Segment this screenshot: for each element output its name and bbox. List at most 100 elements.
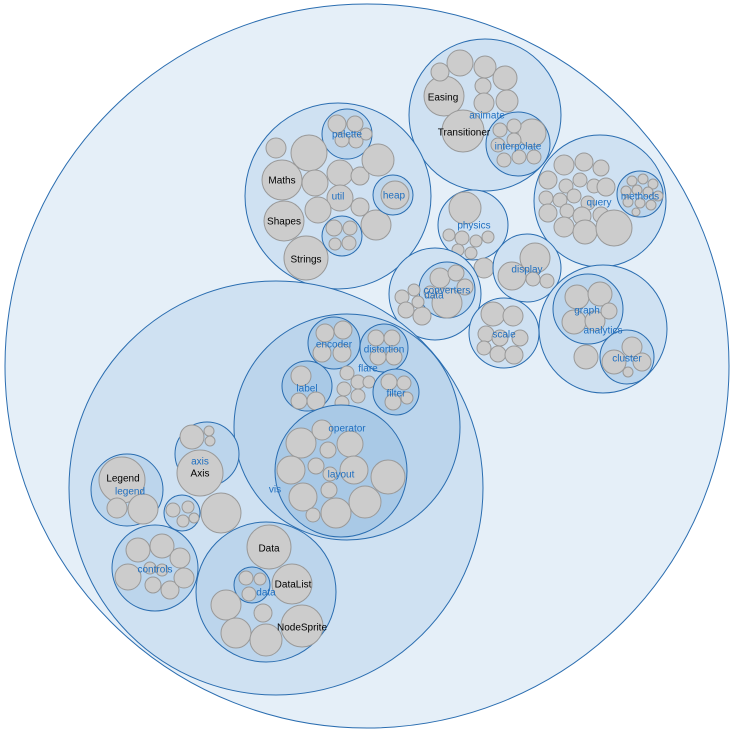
query-leaf[interactable] [595,209,633,247]
animate-leaf[interactable] [446,49,474,77]
operator-leaf[interactable] [322,466,338,482]
data-package[interactable]: data converters [388,247,482,341]
util-leaf[interactable] [304,196,332,224]
heap-leaf[interactable] [380,180,410,210]
animate-leaf[interactable] [474,77,492,95]
flare-leaf[interactable] [336,381,352,397]
methods-leaf[interactable] [631,184,643,196]
methods-leaf[interactable] [637,173,649,185]
vis-sub-leaf[interactable] [181,500,195,514]
shapes-leaf[interactable] [263,200,305,242]
filter-leaf[interactable] [400,391,414,405]
controls-leaf[interactable] [125,537,151,563]
animate-leaf[interactable] [492,65,518,91]
analytics-package[interactable]: graph analytics cluster [538,264,668,394]
operator-leaf[interactable] [285,427,317,459]
animate-leaf[interactable] [473,55,497,79]
scale-package[interactable]: scale [468,297,540,369]
animate-leaf[interactable] [495,89,519,113]
interpolate-leaf[interactable] [496,152,512,168]
methods-leaf[interactable] [647,178,659,190]
distortion-leaf[interactable] [385,348,403,366]
data-leaf-main[interactable] [246,524,292,570]
scale-leaf[interactable] [511,329,529,347]
converters-leaf[interactable] [423,285,437,299]
flare-leaf[interactable] [339,365,355,381]
flare-leaf[interactable] [362,375,376,389]
query-leaf[interactable] [552,192,568,208]
query-leaf[interactable] [538,170,558,190]
operator-leaf[interactable] [370,459,406,495]
operator-leaf[interactable] [276,455,306,485]
util-leaf[interactable] [350,197,370,217]
animate-leaf[interactable] [430,62,450,82]
query-leaf[interactable] [574,152,594,172]
query-leaf[interactable] [559,203,575,219]
operator-leaf[interactable] [307,457,325,475]
encoder-leaf[interactable] [333,320,353,340]
physics-package[interactable]: physics [437,189,509,261]
scale-leaf[interactable] [489,345,507,363]
cluster-leaf[interactable] [632,352,652,372]
util-leaf[interactable] [361,143,395,177]
util-leaf[interactable] [301,169,329,197]
datalist-leaf[interactable] [271,563,313,605]
scale-leaf[interactable] [476,340,492,356]
distortion-leaf[interactable] [367,329,385,347]
vis-data-leaf[interactable] [249,623,283,657]
controls-leaf[interactable] [114,563,142,591]
interpolate-leaf[interactable] [490,137,506,153]
label-leaf[interactable] [290,392,308,410]
operator-leaf[interactable] [320,481,338,499]
util-sub-leaf[interactable] [341,235,357,251]
converters-leaf[interactable] [447,264,465,282]
palette-leaf[interactable] [327,114,347,134]
display-leaf[interactable] [539,273,555,289]
display-package[interactable]: display [492,233,562,303]
interpolate-leaf[interactable] [506,132,522,148]
methods-leaf[interactable] [622,196,634,208]
legend-leaf[interactable] [106,497,128,519]
scale-leaf[interactable] [504,345,524,365]
controls-leaf[interactable] [144,576,162,594]
query-package[interactable]: query methods [533,134,667,268]
operator-leaf[interactable] [320,497,352,529]
palette-leaf[interactable] [346,115,364,133]
util-sub-leaf[interactable] [325,219,343,237]
graph-leaf[interactable] [600,302,618,320]
methods-leaf[interactable] [652,190,664,202]
vis-leaf[interactable] [200,492,242,534]
controls-leaf[interactable] [169,547,191,569]
interpolate-leaf[interactable] [511,149,527,165]
util-leaf[interactable] [326,159,354,187]
animate-package[interactable]: interpolate Easing animate Transitioner [408,38,562,192]
converters-leaf[interactable] [456,278,474,296]
util-leaf[interactable] [350,166,370,186]
query-leaf[interactable] [553,216,575,238]
vis-sub-leaf[interactable] [188,512,200,524]
interpolate-leaf[interactable] [526,149,542,165]
methods-leaf[interactable] [620,185,632,197]
operator-leaf[interactable] [319,441,337,459]
physics-leaf[interactable] [481,230,495,244]
label-leaf[interactable] [290,365,312,387]
graph-leaf[interactable] [587,281,613,307]
graph-leaf[interactable] [584,310,606,332]
vis-data-leaf[interactable] [253,603,273,623]
cluster-leaf[interactable] [621,336,643,358]
query-leaf[interactable] [558,178,574,194]
controls-leaf[interactable] [149,533,175,559]
controls-leaf[interactable] [173,567,195,589]
util-sub-leaf[interactable] [342,220,358,236]
animate-leaf[interactable] [473,92,495,114]
interpolate-leaf[interactable] [506,118,522,134]
cluster-leaf[interactable] [601,349,627,375]
query-leaf[interactable] [538,190,554,206]
data-leaf[interactable] [412,306,432,326]
axis-leaf[interactable] [179,424,205,450]
strings-leaf[interactable] [283,235,329,281]
vis-data-leaf[interactable] [210,589,242,621]
display-leaf[interactable] [497,261,527,291]
scale-leaf[interactable] [502,305,524,327]
transitioner-leaf[interactable] [441,109,485,153]
